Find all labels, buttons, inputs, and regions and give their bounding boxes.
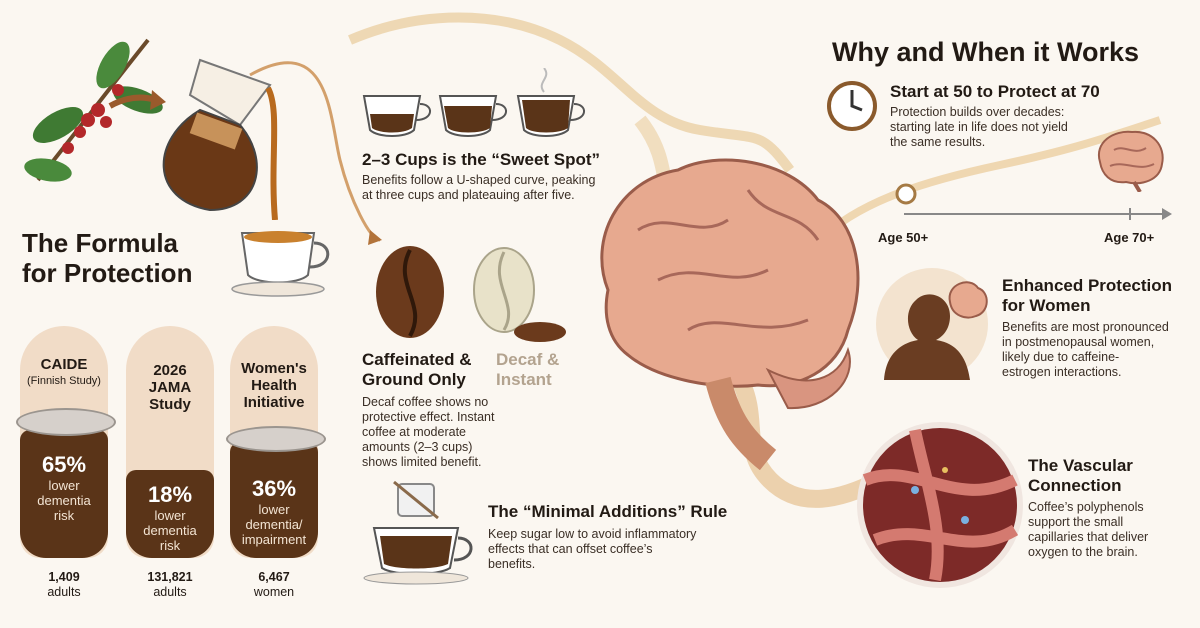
women-title: Enhanced Protection for Women	[1002, 276, 1173, 315]
sweet-spot-body: Benefits follow a U-shaped curve, peakin…	[362, 173, 596, 202]
cup-rim	[16, 408, 116, 436]
study-sample: 131,821 adults	[147, 570, 193, 599]
vascular-illustration	[857, 422, 1023, 588]
vascular-body: Coffee’s polyphenols support the small c…	[1028, 500, 1149, 559]
arrow-right-icon	[108, 90, 166, 110]
formula-title: The Formula for Protection	[22, 228, 193, 288]
age-end-label: Age 70+	[1104, 230, 1155, 245]
study-stat: 18% lower dementia risk	[143, 482, 197, 553]
brain-illustration	[600, 158, 860, 470]
cup-rim	[226, 426, 326, 452]
minimal-body: Keep sugar low to avoid inflammatory eff…	[488, 527, 697, 571]
beans-icon	[376, 246, 566, 342]
study-label: 2026 JAMA Study	[148, 362, 192, 413]
study-stat: 36% lower dementia/ impairment	[241, 476, 307, 547]
vascular-title: The Vascular Connection	[1028, 456, 1133, 495]
study-sample: 6,467 women	[253, 570, 295, 599]
study-sample: 1,409 adults	[47, 570, 81, 599]
fill-whi	[230, 442, 318, 558]
why-title: Why and When it Works	[832, 37, 1140, 67]
caffeinated-title: Caffeinated & Ground Only	[362, 350, 472, 389]
women-body: Benefits are most pronounced in postmeno…	[1002, 320, 1169, 379]
sweet-spot-title: 2–3 Cups is the “Sweet Spot”	[362, 150, 601, 169]
woman-icon	[876, 268, 988, 380]
chemex-pour-icon	[162, 58, 278, 220]
study-label: Women's Health Initiative	[241, 360, 307, 411]
fill-jama	[126, 470, 214, 558]
caffeinated-body: Decaf coffee shows no protective effect.…	[362, 395, 495, 469]
start-title: Start at 50 to Protect at 70	[890, 82, 1100, 101]
decaf-title: Decaf & Instant	[496, 350, 560, 389]
minimal-title: The “Minimal Additions” Rule	[488, 502, 728, 521]
fill-caide	[20, 430, 108, 558]
age-start-label: Age 50+	[878, 230, 929, 245]
small-brain-icon	[1097, 130, 1164, 192]
start-body: Protection builds over decades: starting…	[890, 105, 1068, 149]
no-sugar-cup-icon	[363, 480, 473, 585]
study-label: CAIDE (Finnish Study)	[27, 356, 101, 387]
study-stat: 65% lower dementia risk	[37, 452, 91, 523]
clock-icon	[827, 81, 877, 131]
age-timeline	[895, 183, 1172, 220]
coffee-cup-icon	[231, 231, 330, 297]
three-cups-icon	[362, 68, 585, 137]
